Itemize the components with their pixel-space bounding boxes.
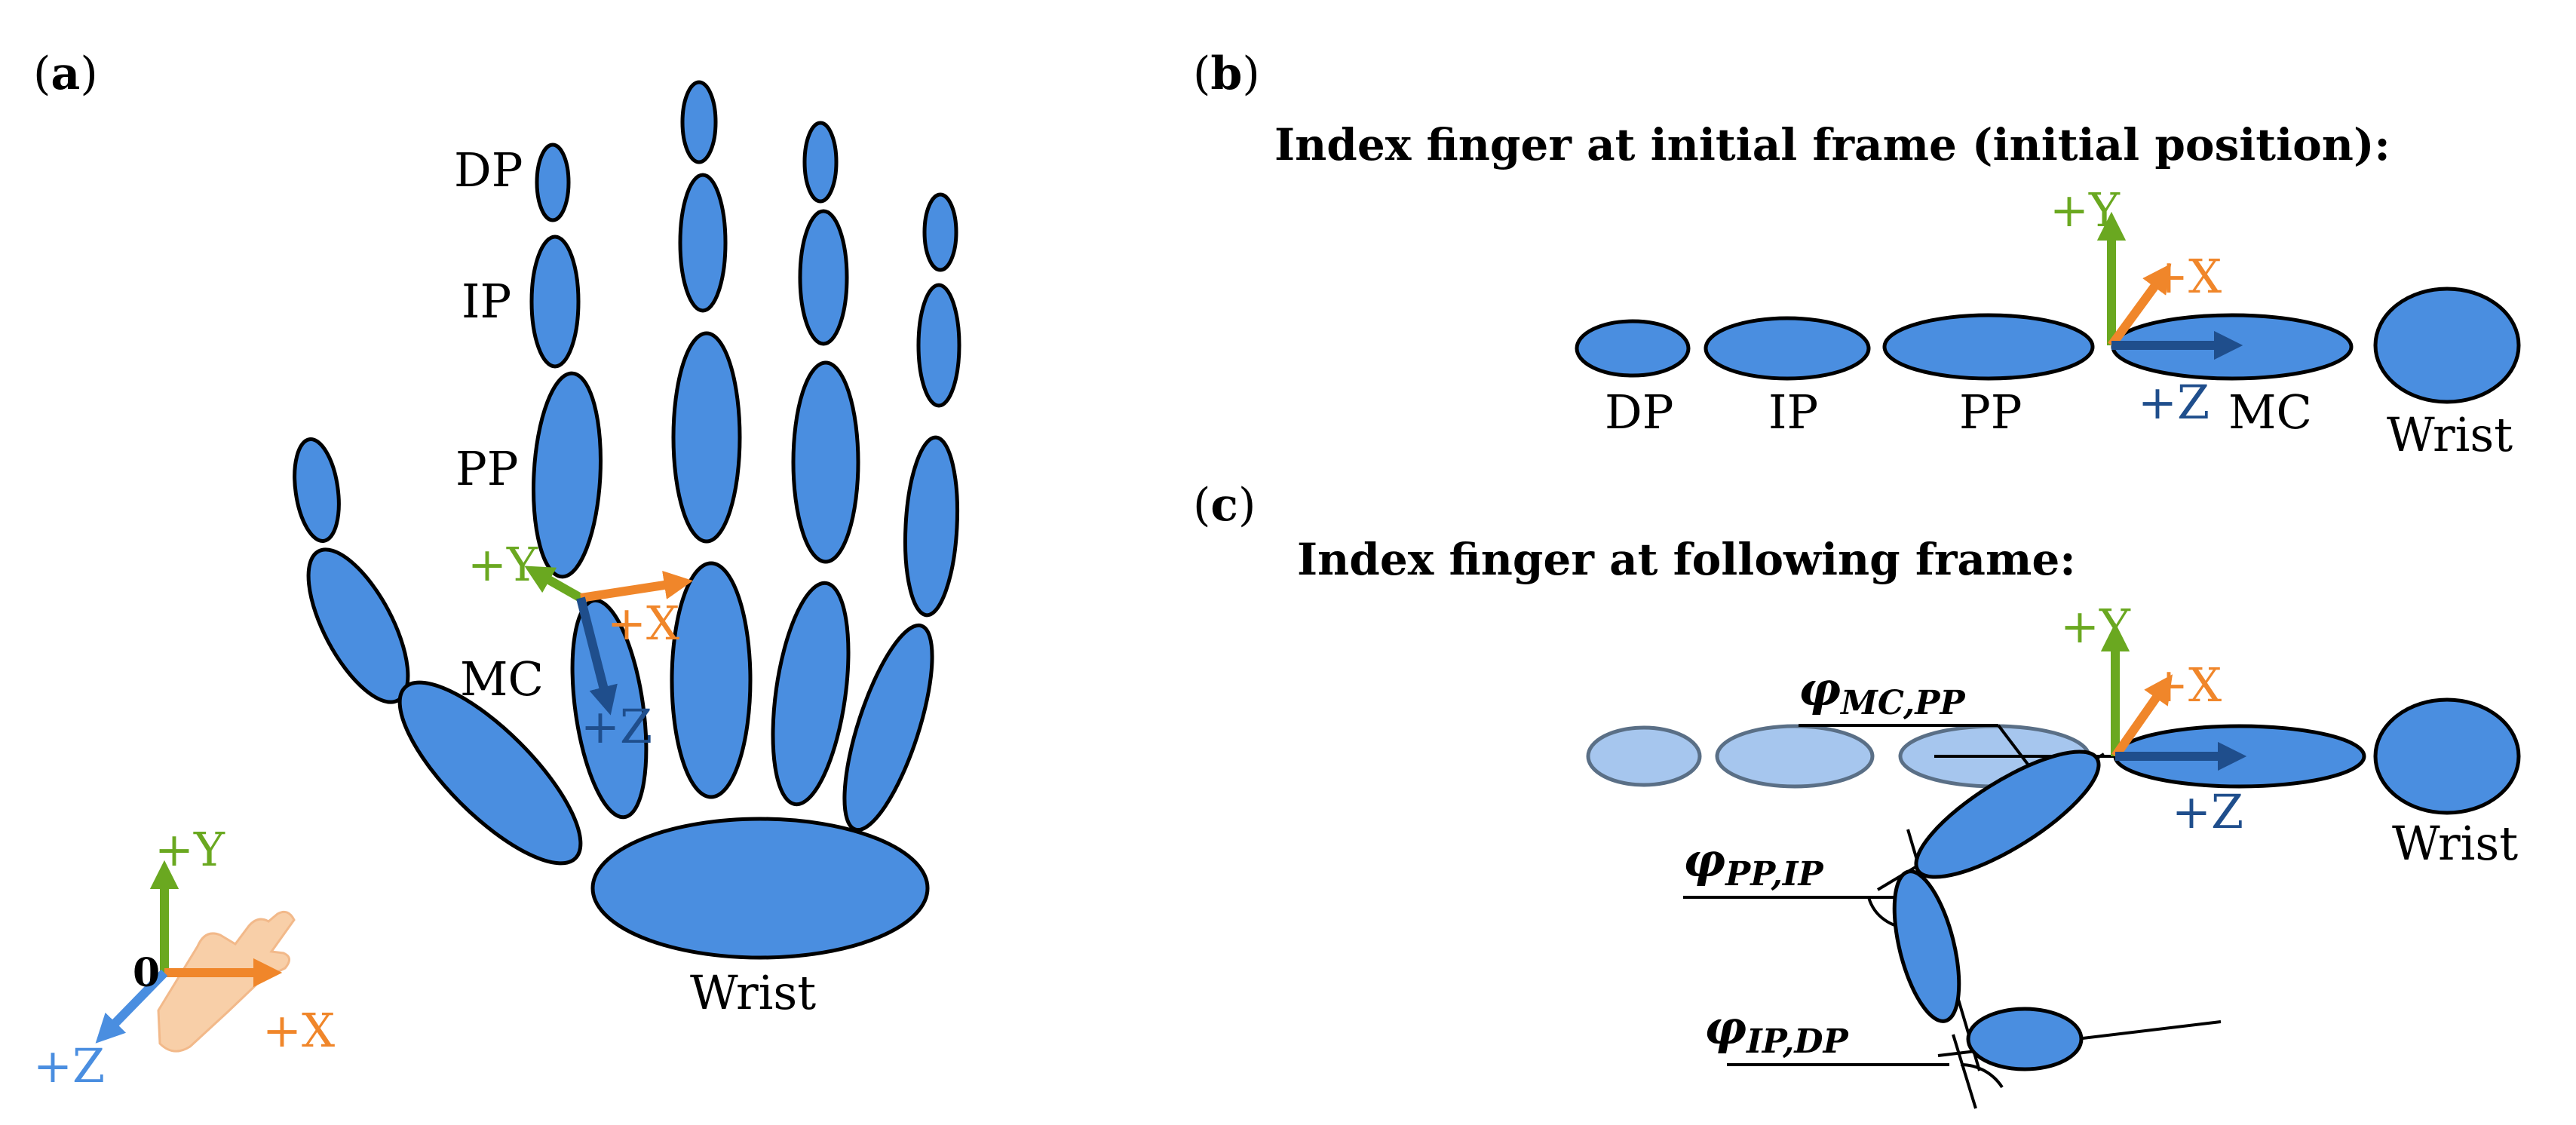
local-y-arrow (524, 566, 583, 602)
b-pp-bone (1882, 313, 2095, 381)
panel-c-tag: (c) (1193, 479, 1256, 532)
local-axes-a (524, 566, 693, 716)
c-z-label: +Z (2172, 784, 2243, 839)
index-ip-bone (529, 235, 581, 369)
thumb-metacarpal-bone (397, 680, 583, 866)
global-z-arrow (95, 969, 168, 1044)
panel-b-title: Index finger at initial frame (initial p… (1274, 119, 2390, 170)
label-mc: MC (460, 651, 544, 707)
middle-mc-bone (670, 561, 753, 799)
panel-c-title: Index finger at following frame: (1297, 534, 2076, 585)
angle-label-pp-ip: φPP,IP (1683, 832, 1825, 894)
b-label-ip: IP (1768, 385, 1818, 440)
b-label-dp: DP (1605, 385, 1673, 440)
ring-pp-bone (791, 360, 860, 564)
panel-a: (a) (33, 48, 961, 1093)
ring-mc-bone (771, 581, 851, 807)
global-origin-label: 0 (133, 950, 160, 996)
angle-label-mc-pp: φMC,PP (1799, 661, 1966, 722)
b-y-label: +Y (2050, 182, 2121, 238)
ref-line-ip-ext (1952, 1034, 1977, 1109)
label-dp: DP (454, 143, 523, 198)
c-wrist-bone (2373, 697, 2521, 815)
c-y-label: +Y (2060, 599, 2131, 654)
c-wrist-label: Wrist (2392, 816, 2518, 871)
label-ip: IP (462, 274, 511, 329)
little-mc-bone (842, 623, 934, 832)
global-axes (95, 860, 296, 1053)
middle-dp-bone (680, 80, 718, 164)
hand-bones (293, 80, 961, 960)
angle-label-ip-dp: φIP,DP (1704, 1000, 1850, 1061)
panel-b: (b) Index finger at initial frame (initi… (1193, 48, 2521, 462)
b-dp-bone (1575, 319, 1691, 378)
little-pp-bone (903, 435, 960, 618)
b-label-pp: PP (1959, 385, 2022, 440)
index-pp-bone (531, 371, 603, 579)
c-pp-bone (1914, 749, 2101, 879)
c-x-arrow (2111, 674, 2173, 759)
label-wrist: Wrist (690, 965, 816, 1020)
axes-c (2100, 622, 2247, 771)
hand-icon (157, 910, 296, 1053)
b-wrist-bone (2373, 287, 2521, 404)
ring-ip-bone (798, 209, 849, 346)
local-z-label: +Z (581, 699, 652, 754)
thumb-proximal-bone (306, 547, 410, 704)
little-ip-bone (916, 283, 961, 408)
thumb-distal-bone (293, 437, 341, 543)
b-x-arrow (2108, 263, 2172, 348)
b-ip-bone (1704, 316, 1871, 381)
finger-bones-b (1575, 287, 2521, 404)
wrist-bone (590, 817, 930, 960)
c-dp-bone (1966, 1007, 2084, 1071)
ghost-dp-bone (1586, 725, 1702, 787)
middle-ip-bone (678, 173, 728, 313)
little-dp-bone (922, 192, 958, 272)
local-y-label: +Y (468, 537, 538, 592)
arc-ip-dp (1960, 1062, 2004, 1089)
index-dp-bone (535, 143, 571, 222)
local-x-arrow (580, 570, 693, 602)
axes-b (2096, 211, 2243, 360)
middle-pp-bone (671, 331, 742, 544)
panel-a-tag: (a) (33, 48, 98, 100)
b-label-wrist: Wrist (2387, 407, 2513, 462)
label-pp: PP (455, 441, 518, 496)
b-x-label: +X (2149, 249, 2222, 304)
b-z-label: +Z (2138, 375, 2210, 430)
panel-b-tag: (b) (1193, 48, 1260, 100)
global-y-label: +Y (155, 822, 225, 877)
ring-dp-bone (802, 121, 839, 204)
global-z-label: +Z (33, 1038, 105, 1093)
local-z-arrow (576, 596, 618, 716)
local-x-label: +X (607, 596, 679, 651)
b-label-mc: MC (2228, 385, 2312, 440)
c-ip-bone (1892, 869, 1961, 1023)
global-x-label: +X (262, 1003, 335, 1058)
panel-c: (c) Index finger at following frame: (1193, 479, 2521, 1109)
ghost-ip-bone (1715, 724, 1875, 789)
c-x-label: +X (2149, 658, 2222, 713)
